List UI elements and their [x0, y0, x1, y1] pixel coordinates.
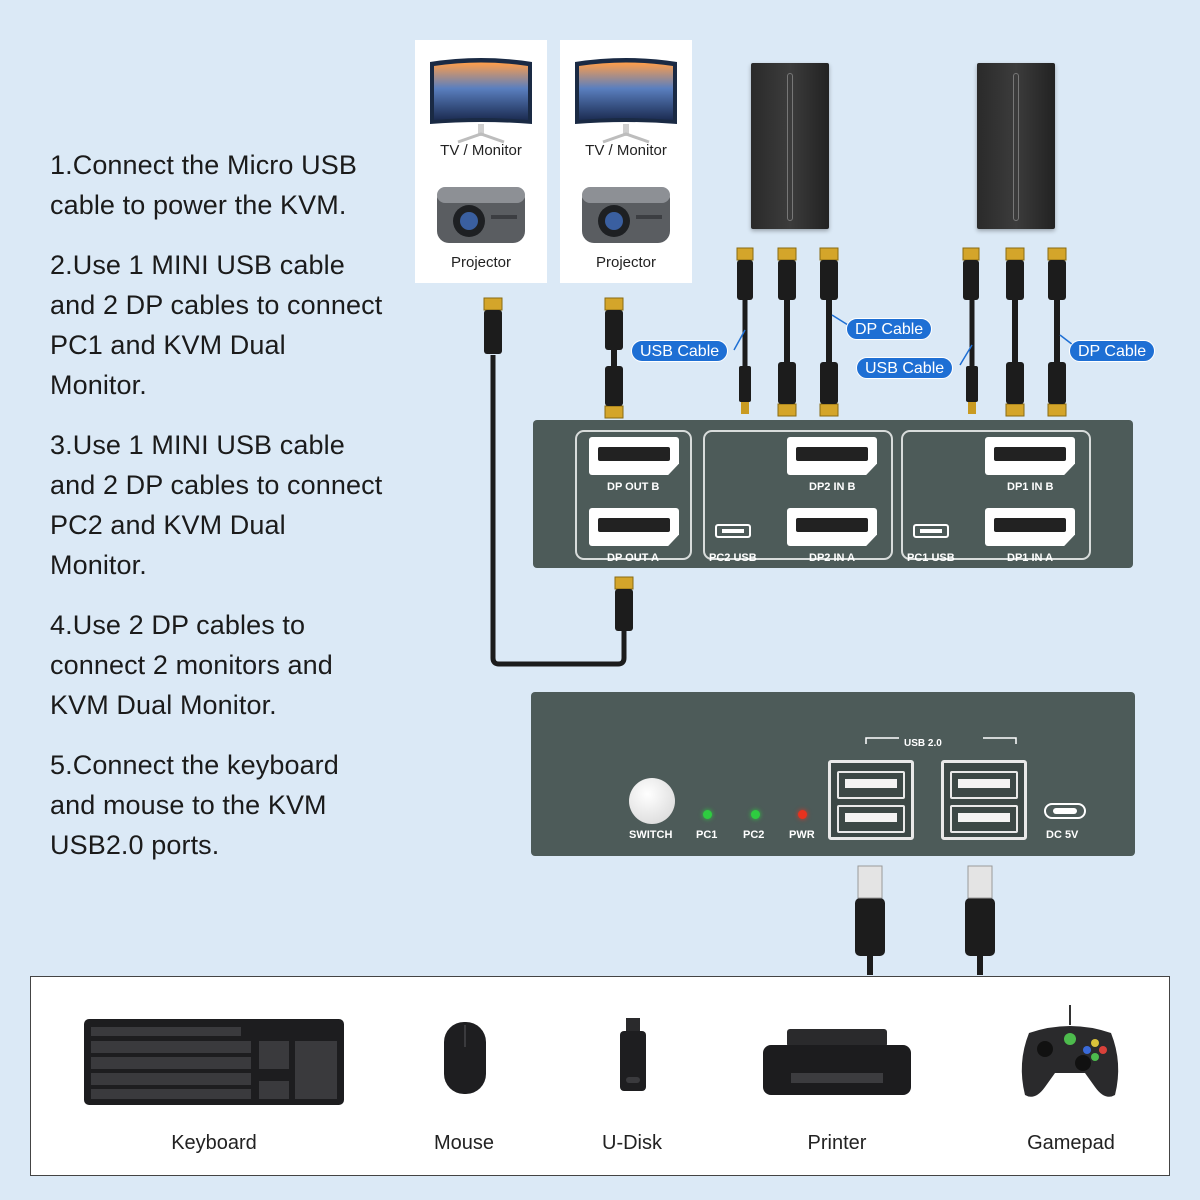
dp-out-b-label: DP OUT B: [607, 481, 660, 493]
dc-5v-label: DC 5V: [1046, 829, 1079, 841]
usb-port[interactable]: [950, 771, 1018, 799]
pc2-led-label: PC2: [743, 829, 765, 841]
dp-out-a-label: DP OUT A: [607, 552, 659, 564]
usb-cable-callout-1: USB Cable: [631, 340, 729, 362]
pc1-port-group: DP1 IN B PC1 USB DP1 IN A: [901, 430, 1091, 564]
dp-out-b-port[interactable]: [589, 437, 679, 475]
pc1-led-icon: [703, 810, 712, 819]
pc1-usb-port[interactable]: [913, 524, 949, 538]
pc-2-tower-icon: [977, 63, 1055, 229]
mouse-icon: [444, 1022, 486, 1094]
pwr-led-icon: [798, 810, 807, 819]
dc-5v-port[interactable]: [1044, 803, 1086, 819]
projector-icon: [582, 187, 670, 243]
output-port-group: DP OUT B DP OUT A: [575, 430, 692, 564]
pc-1-tower-icon: [751, 63, 829, 229]
monitor-label: TV / Monitor: [585, 142, 667, 159]
projector-icon: [437, 187, 525, 243]
usb-disk-icon: [620, 1018, 646, 1091]
dp1-in-b-label: DP1 IN B: [1007, 481, 1054, 493]
monitor-icon: [430, 58, 532, 144]
pc1-led-label: PC1: [696, 829, 718, 841]
dp1-in-b-port[interactable]: [985, 437, 1075, 475]
gamepad-icon: [1021, 1005, 1119, 1097]
usb2-label: USB 2.0: [904, 738, 942, 749]
kvm-rear-panel: DP OUT B DP OUT A DP2 IN B PC2 USB DP2 I…: [533, 420, 1133, 568]
printer-icon: [763, 1029, 911, 1095]
usb-port[interactable]: [837, 771, 905, 799]
usb-port[interactable]: [950, 805, 1018, 833]
usb-port[interactable]: [837, 805, 905, 833]
cable-heads: [484, 260, 1066, 956]
switch-label: SWITCH: [629, 829, 673, 841]
dp2-in-b-port[interactable]: [787, 437, 877, 475]
projector-label: Projector: [450, 254, 512, 271]
step-5: 5.Connect the keyboard and mouse to the …: [50, 750, 339, 860]
peripherals-box: Keyboard Mouse U-Disk Printer Gamepad: [30, 976, 1170, 1176]
monitor-label: TV / Monitor: [440, 142, 522, 159]
pc1-usb-label: PC1 USB: [907, 552, 955, 564]
step-1: 1.Connect the Micro USB cable to power t…: [50, 150, 357, 220]
pc2-usb-label: PC2 USB: [709, 552, 757, 564]
dp2-in-b-label: DP2 IN B: [809, 481, 856, 493]
dp2-in-a-port[interactable]: [787, 508, 877, 546]
instructions: 1.Connect the Micro USB cable to power t…: [50, 145, 390, 885]
usb-cable-callout-2: USB Cable: [856, 357, 954, 379]
dp1-in-a-label: DP1 IN A: [1007, 552, 1054, 564]
pc2-usb-port[interactable]: [715, 524, 751, 538]
dp-out-cable: [490, 355, 627, 667]
gamepad-label: Gamepad: [1027, 1132, 1115, 1154]
step-3: 3.Use 1 MINI USB cable and 2 DP cables t…: [50, 430, 383, 580]
display-card-1: TV / Monitor Projector: [415, 40, 547, 283]
switch-button[interactable]: [629, 778, 675, 824]
printer-label: Printer: [807, 1132, 867, 1154]
kvm-front-panel: SWITCH PC1 PC2 PWR USB 2.0 DC 5V: [531, 692, 1135, 856]
dp-out-a-port[interactable]: [589, 508, 679, 546]
display-card-2: TV / Monitor Projector: [560, 40, 692, 283]
pc2-port-group: DP2 IN B PC2 USB DP2 IN A: [703, 430, 893, 564]
mini-usb-tips: [741, 402, 976, 414]
keyboard-icon: [84, 1019, 344, 1105]
usb2-bracket: [865, 737, 1017, 744]
usb-a-plugs: [857, 865, 993, 899]
step-2: 2.Use 1 MINI USB cable and 2 DP cables t…: [50, 250, 383, 400]
usb-port-stack-2: [941, 760, 1027, 840]
pwr-led-label: PWR: [789, 829, 815, 841]
dp-cable-callout-1: DP Cable: [846, 318, 933, 340]
cable-plugs: [483, 247, 1067, 590]
usb-port-stack-1: [828, 760, 914, 840]
step-4: 4.Use 2 DP cables to connect 2 monitors …: [50, 610, 333, 720]
mouse-label: Mouse: [433, 1132, 495, 1154]
pc-stripe: [787, 73, 793, 221]
projector-label: Projector: [595, 254, 657, 271]
pc2-led-icon: [751, 810, 760, 819]
monitor-icon: [575, 58, 677, 144]
udisk-label: U-Disk: [602, 1132, 662, 1154]
dp2-in-a-label: DP2 IN A: [809, 552, 856, 564]
dp-cable-callout-2: DP Cable: [1069, 340, 1156, 362]
keyboard-label: Keyboard: [171, 1132, 257, 1154]
dp1-in-a-port[interactable]: [985, 508, 1075, 546]
pc-stripe: [1013, 73, 1019, 221]
